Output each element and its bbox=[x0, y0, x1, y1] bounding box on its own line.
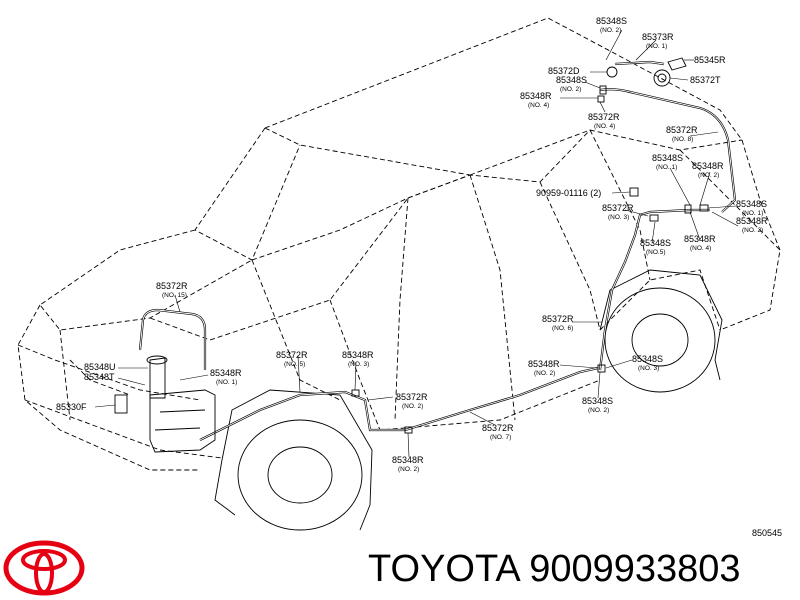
part-label: 85348R bbox=[392, 455, 424, 465]
part-label: 85345R bbox=[694, 55, 726, 65]
part-label-sub: (NO. 2) bbox=[698, 172, 719, 179]
washer-tank bbox=[146, 355, 216, 453]
part-label: 85372R bbox=[542, 314, 574, 324]
part-number: 9009933803 bbox=[529, 548, 741, 590]
part-label: 85372R bbox=[588, 112, 620, 122]
part-label: 85348T bbox=[84, 372, 115, 382]
part-label: 85348S bbox=[640, 238, 671, 248]
part-label-sub: (NO. 3) bbox=[348, 361, 369, 368]
part-label: 85372D bbox=[548, 66, 580, 76]
part-label-sub: (NO. 1) bbox=[742, 210, 763, 217]
part-label-sub: (NO. 2) bbox=[560, 86, 581, 93]
toyota-logo-icon bbox=[3, 540, 85, 596]
front-wheel bbox=[237, 419, 363, 531]
part-label: 85348S bbox=[632, 354, 663, 364]
part-label-sub: (NO. 3) bbox=[638, 365, 659, 372]
part-label-sub: (NO. 3) bbox=[608, 214, 629, 221]
part-label-sub: (NO. 2) bbox=[600, 27, 621, 34]
part-label-sub: (NO. 5) bbox=[284, 361, 305, 368]
part-label-sub: (NO. 2) bbox=[398, 466, 419, 473]
part-label-sub: (NO. 4) bbox=[528, 102, 549, 109]
part-label: 85348S bbox=[556, 75, 587, 85]
part-label: 85348R bbox=[736, 216, 768, 226]
part-label-sub: (NO. 4) bbox=[594, 123, 615, 130]
part-label: 85373R bbox=[642, 32, 674, 42]
part-label-sub: (NO. 7) bbox=[490, 434, 511, 441]
part-label-sub: (NO. 1) bbox=[646, 43, 667, 50]
part-label-sub: (NO. 1) bbox=[216, 379, 237, 386]
part-label-sub: (NO. 1) bbox=[656, 164, 677, 171]
part-label: 85372R bbox=[482, 423, 514, 433]
washer-hoses bbox=[138, 60, 737, 441]
leader-lines bbox=[94, 29, 739, 458]
part-label: 85348R bbox=[684, 234, 716, 244]
part-label: 90959-01116 (2) bbox=[536, 188, 601, 198]
part-label: 85372R bbox=[602, 203, 634, 213]
part-label-sub: (NO. 2) bbox=[402, 403, 423, 410]
part-label: 85348R bbox=[528, 359, 560, 369]
part-label: 85348R bbox=[210, 368, 242, 378]
part-label-sub: (NO. 2) bbox=[742, 227, 763, 234]
vehicle-outline bbox=[17, 17, 781, 531]
brand-name: TOYOTA bbox=[368, 548, 519, 590]
part-label: 85348R bbox=[520, 91, 552, 101]
part-label-sub: (NO. 6) bbox=[552, 325, 573, 332]
part-label: 85330F bbox=[56, 402, 87, 412]
part-label-sub: (NO. 4) bbox=[690, 245, 711, 252]
part-label: 85372T bbox=[690, 75, 721, 85]
washer-motor bbox=[114, 394, 128, 414]
part-label: 85348S bbox=[736, 199, 767, 209]
part-label: 85348R bbox=[342, 350, 374, 360]
part-label: 85372R bbox=[276, 350, 308, 360]
part-label: 85348U bbox=[84, 362, 116, 372]
part-labels: 85348S (NO. 2) 85373R (NO. 1) 85345R 853… bbox=[56, 16, 768, 473]
rear-wheel bbox=[604, 287, 716, 393]
part-label-sub: (NO.5) bbox=[646, 249, 666, 256]
part-label: 85348S bbox=[596, 16, 627, 26]
part-label-sub: (NO. 8) bbox=[672, 136, 693, 143]
part-label-sub: (NO. 2) bbox=[534, 370, 555, 377]
brand-part-caption: TOYOTA 9009933803 bbox=[368, 548, 741, 591]
part-label: 85348R bbox=[692, 161, 724, 171]
part-label: 85372R bbox=[666, 125, 698, 135]
part-label: 85348S bbox=[652, 153, 683, 163]
part-label: 85348S bbox=[582, 396, 613, 406]
diagram-code: 850545 bbox=[752, 528, 783, 538]
part-label: 85372R bbox=[156, 281, 188, 291]
part-label-sub: (NO. 2) bbox=[588, 407, 609, 414]
part-label: 85372R bbox=[396, 392, 428, 402]
part-label-sub: (NO. 15) bbox=[162, 292, 187, 299]
